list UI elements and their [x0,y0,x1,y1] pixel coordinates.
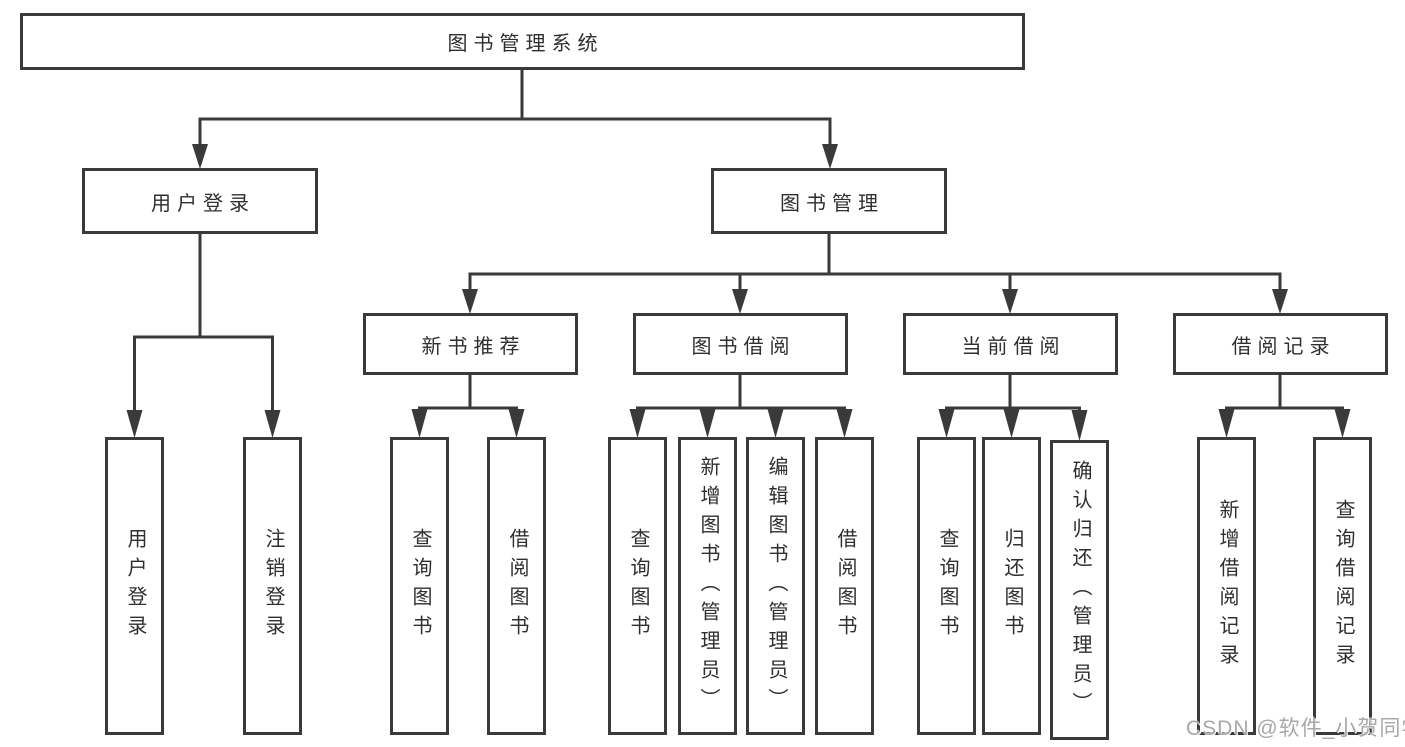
arrowhead [767,409,784,438]
leaf-add-books-admin: 新增图书（管理员） [678,437,737,735]
arrowhead [629,409,646,438]
leaf-query-borrowing-record: 查询借阅记录 [1313,437,1372,735]
leaf-query-books-current: 查询图书 [917,437,976,735]
leaf-user-login: 用户登录 [105,437,164,735]
leaf-edit-books-admin: 编辑图书（管理员） [746,437,805,735]
arrowhead [1334,409,1351,438]
node-current-borrowing: 当前借阅 [903,313,1118,375]
leaf-add-borrowing-record: 新增借阅记录 [1197,437,1256,735]
connector-user-login-to-leaves [133,234,274,413]
arrowhead [1002,289,1018,314]
leaf-confirm-return-admin: 确认归还（管理员） [1050,440,1109,740]
node-book-borrowing: 图书借阅 [633,313,848,375]
connector-root-to-branches [198,68,832,147]
arrowhead [264,410,281,438]
arrowhead [126,410,143,438]
node-user-login: 用户登录 [82,168,318,234]
leaf-borrow-books: 借阅图书 [815,437,874,735]
arrowhead [836,409,853,438]
arrowhead [1218,409,1235,438]
arrowhead [192,144,208,169]
leaf-borrow-books-recommend: 借阅图书 [487,437,546,735]
arrowhead [732,289,748,314]
arrowhead [938,409,955,438]
leaf-return-books: 归还图书 [982,437,1041,735]
node-book-management: 图书管理 [711,168,947,234]
connector-sections-to-leaves [418,375,1344,412]
arrowhead [1272,289,1288,314]
leaf-query-books-borrowing: 查询图书 [608,437,667,735]
arrowhead [1071,410,1088,441]
arrowhead [508,409,525,438]
leaf-query-books-recommend: 查询图书 [390,437,449,735]
arrowhead [822,144,838,169]
arrowheads [126,144,1351,441]
node-borrowing-records: 借阅记录 [1173,313,1388,375]
arrowhead [411,409,428,438]
connector-book-management-to-sections [468,234,1282,291]
leaf-logout: 注销登录 [243,437,302,735]
arrowhead [699,409,716,438]
arrowhead [462,289,478,314]
node-library-management-system: 图书管理系统 [20,13,1025,70]
node-new-book-recommendation: 新书推荐 [363,313,578,375]
arrowhead [1003,409,1020,438]
watermark-text: CSDN @软件_小贺同学 [1186,717,1405,740]
